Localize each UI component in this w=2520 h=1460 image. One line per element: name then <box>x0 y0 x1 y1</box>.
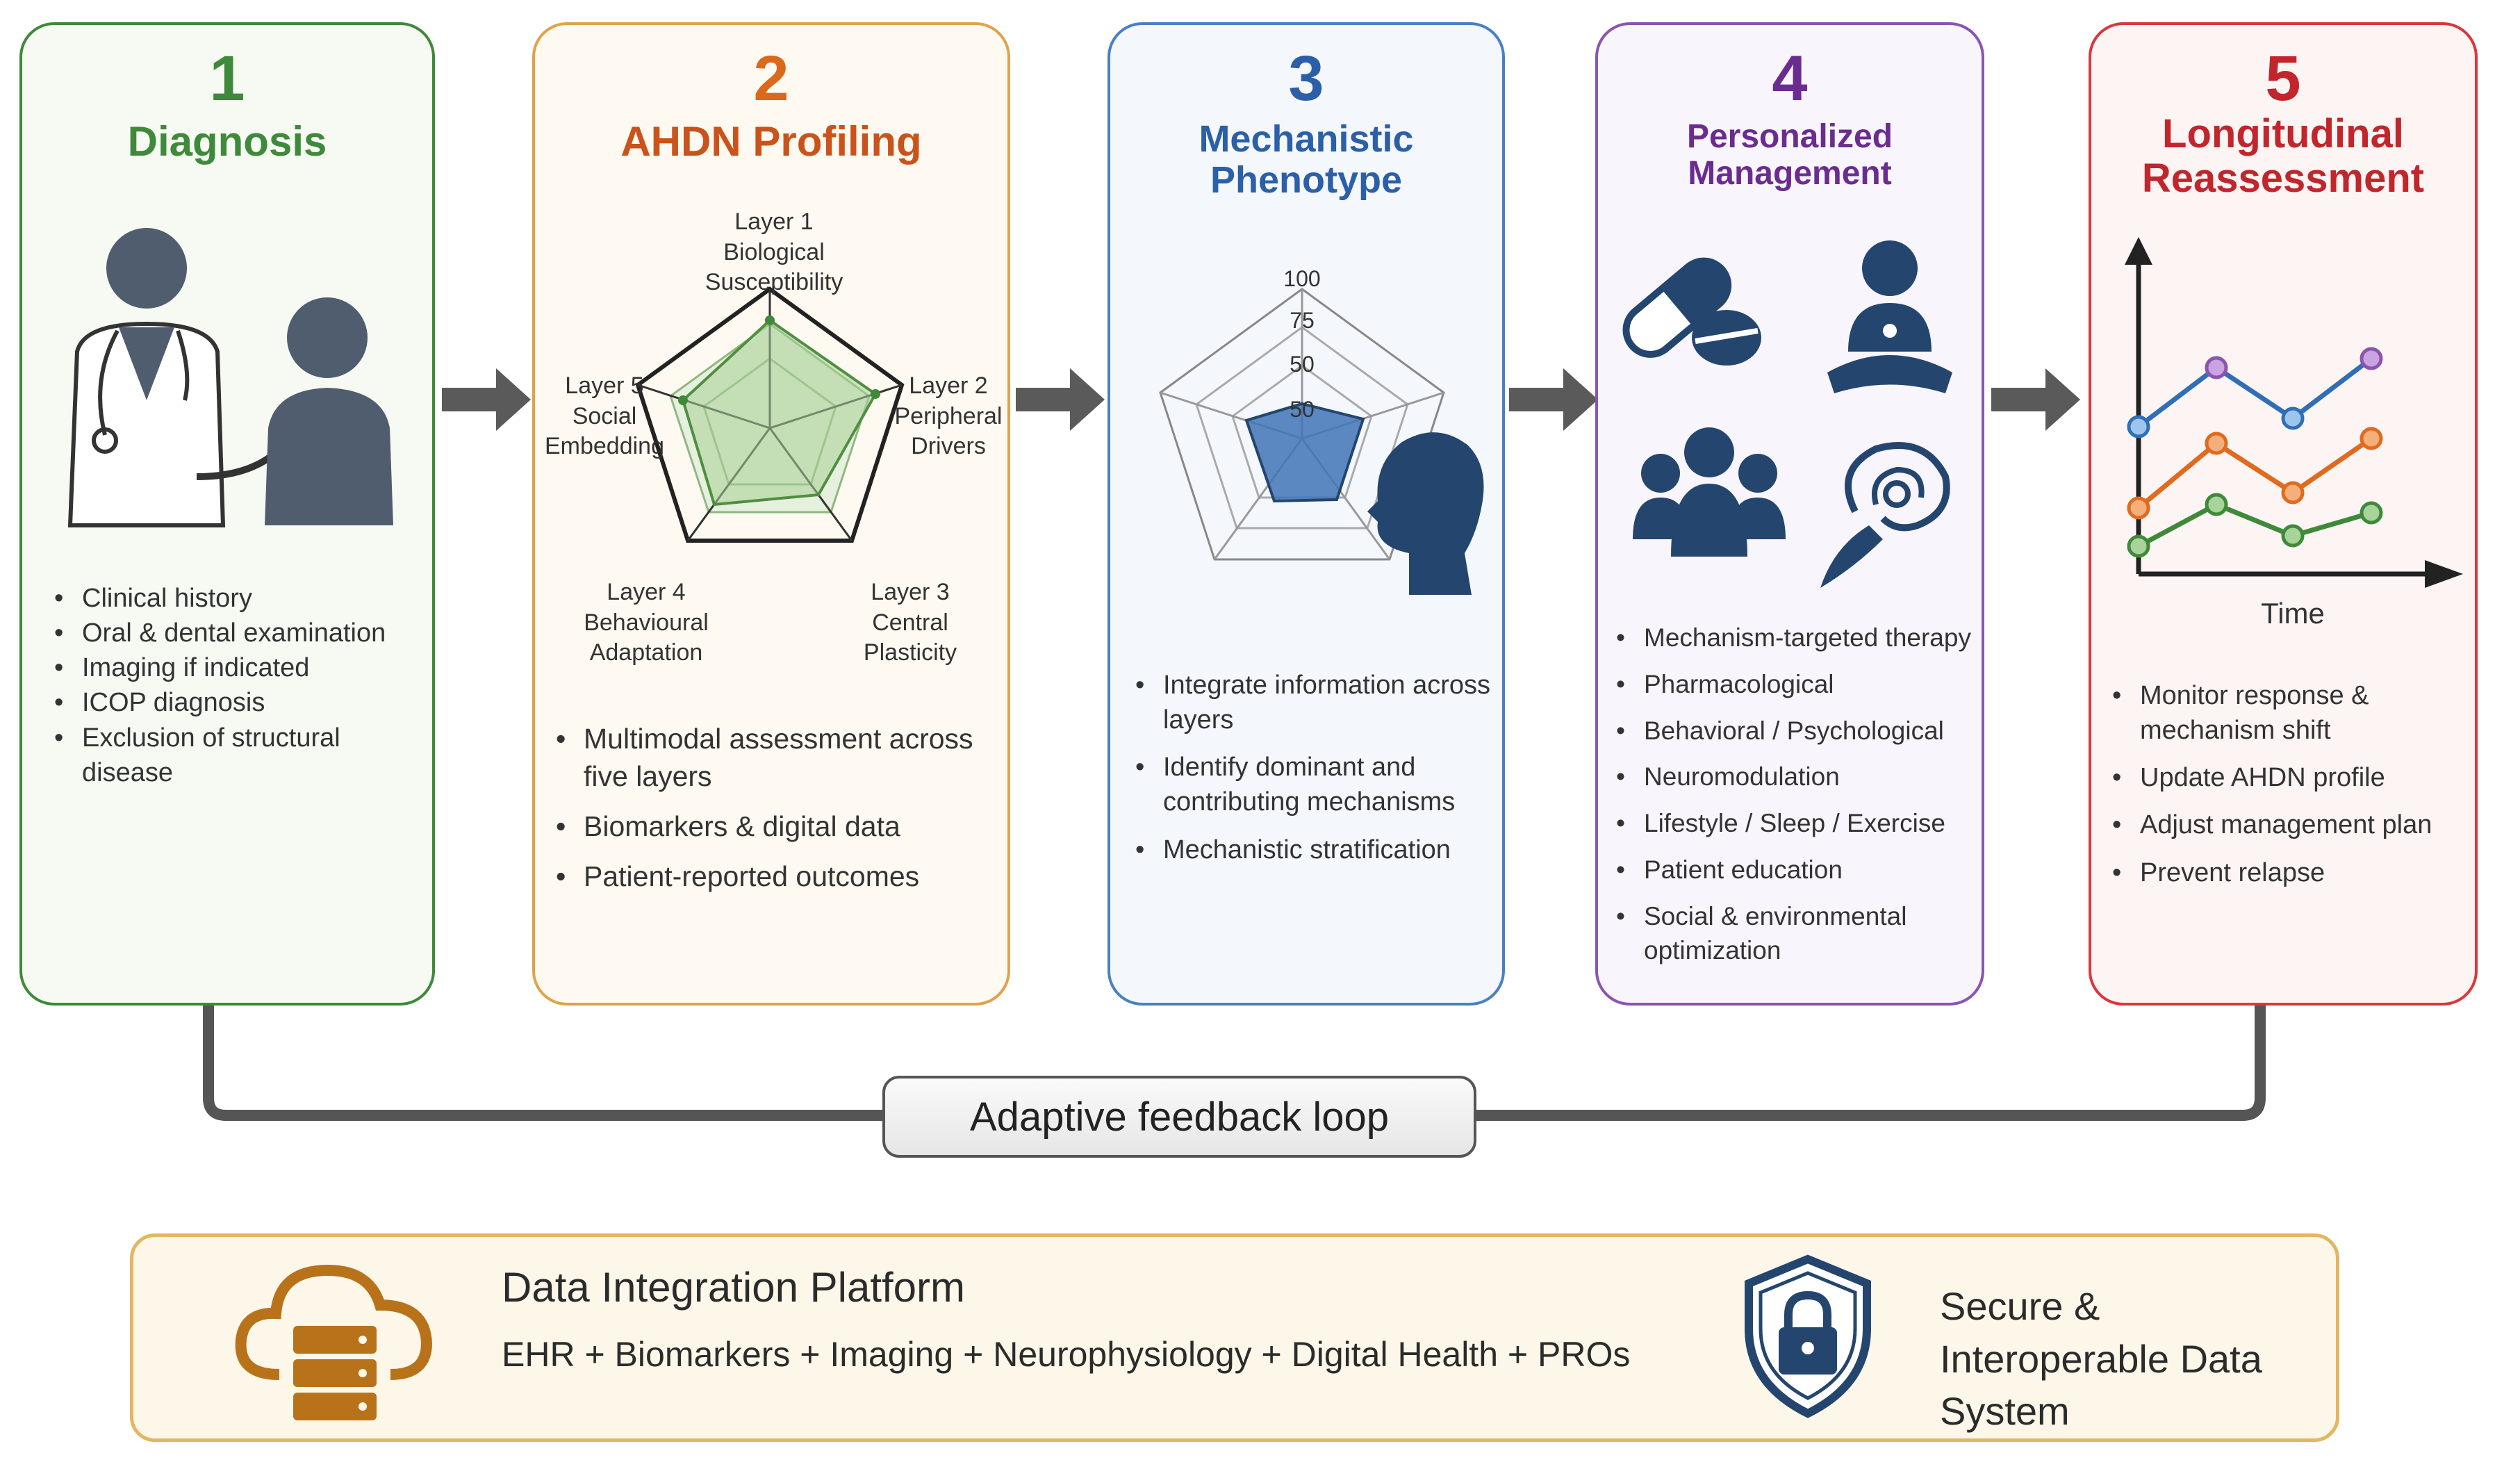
list-item: Oral & dental examination <box>54 616 422 650</box>
list-item: Lifestyle / Sleep / Exercise <box>1616 807 1984 841</box>
platform-subtitle: EHR + Biomarkers + Imaging + Neurophysio… <box>502 1335 1631 1374</box>
reassessment-bullets: Monitor response & mechanism shift Updat… <box>2112 678 2473 890</box>
flow-arrow-icon <box>1991 368 2080 431</box>
step-number: 1 <box>209 43 245 114</box>
platform-title: Data Integration Platform <box>502 1264 966 1311</box>
list-item: Behavioral / Psychological <box>1616 714 1984 748</box>
line-chart-icon <box>2125 237 2463 588</box>
radar-label-layer5: Layer 5 Social Embedding <box>544 372 664 460</box>
phenotype-bullets: Integrate information across layers Iden… <box>1135 668 1497 867</box>
step-title: AHDN Profiling <box>620 118 922 165</box>
list-item: Mechanism-targeted therapy <box>1616 621 1984 655</box>
list-item: Multimodal assessment across five layers <box>556 720 1000 795</box>
step-card-personalized-management: 4 Personalized Management Mechanism-targ… <box>1595 22 1984 1006</box>
list-item: ICOP diagnosis <box>54 685 422 720</box>
secure-system-label: Secure & Interoperable Data System <box>1940 1284 2262 1434</box>
x-axis-label: Time <box>2261 597 2325 630</box>
list-item: Patient education <box>1616 853 1984 887</box>
feedback-loop-label: Adaptive feedback loop <box>970 1094 1389 1140</box>
step-number: 4 <box>1772 43 1808 114</box>
list-item: Pharmacological <box>1616 668 1984 702</box>
flow-arrow-icon <box>1016 368 1105 431</box>
radar-label-layer2: Layer 2 Peripheral Drivers <box>894 372 1003 460</box>
list-item: Biomarkers & digital data <box>556 807 1000 845</box>
data-integration-platform: Data Integration Platform EHR + Biomarke… <box>130 1233 2339 1442</box>
list-item: Update AHDN profile <box>2112 760 2473 795</box>
shield-lock-icon <box>1745 1254 1871 1418</box>
pill-icon <box>1622 257 1761 366</box>
ahdn-bullets: Multimodal assessment across five layers… <box>556 720 1000 896</box>
radar-label-layer1: Layer 1 Biological Susceptibility <box>705 208 843 296</box>
scale-label: 100 <box>1283 266 1321 291</box>
step-number: 2 <box>753 43 789 114</box>
list-item: Monitor response & mechanism shift <box>2112 678 2473 748</box>
step-title: Longitudinal Reassessment <box>2141 111 2425 201</box>
group-icon <box>1633 427 1786 557</box>
diagnosis-bullets: Clinical history Oral & dental examinati… <box>54 581 422 790</box>
list-item: Identify dominant and contributing mecha… <box>1135 750 1497 819</box>
scale-label: 50 <box>1290 352 1315 377</box>
radar-label-layer3: Layer 3 Central Plasticity <box>863 579 957 666</box>
step-title: Mechanistic Phenotype <box>1199 118 1414 202</box>
feedback-loop-label-box: Adaptive feedback loop <box>882 1076 1476 1158</box>
step-card-diagnosis: 1 Diagnosis Clinical history Oral & dent… <box>19 22 435 1006</box>
step-title: Personalized Management <box>1686 118 1893 192</box>
meditation-icon <box>1827 240 1952 393</box>
step-card-mechanistic-phenotype: 3 Mechanistic Phenotype 100 75 50 50 Int… <box>1107 22 1505 1006</box>
list-item: Exclusion of structural disease <box>54 721 422 790</box>
list-item: Clinical history <box>54 581 422 616</box>
doctor-patient-icon <box>67 228 393 527</box>
radar-label-layer4: Layer 4 Behavioural Adaptation <box>584 579 709 666</box>
cloud-database-icon <box>235 1264 433 1420</box>
list-item: Mechanistic stratification <box>1135 832 1497 867</box>
list-item: Neuromodulation <box>1616 760 1984 794</box>
list-item: Social & environmental optimization <box>1616 900 1984 968</box>
list-item: Imaging if indicated <box>54 650 422 685</box>
step-card-longitudinal-reassessment: 5 Longitudinal Reassessment Time Monitor… <box>2089 22 2478 1006</box>
flow-arrow-icon <box>442 368 531 431</box>
scale-label: 75 <box>1290 308 1315 333</box>
management-bullets: Mechanism-targeted therapy Pharmacologic… <box>1616 621 1984 968</box>
list-item: Adjust management plan <box>2112 807 2473 842</box>
step-number: 5 <box>2265 43 2301 114</box>
step-card-ahdn-profiling: 2 AHDN Profiling Layer 1 Biological Susc… <box>532 22 1010 1006</box>
scale-label: 50 <box>1290 397 1315 422</box>
step-number: 3 <box>1288 43 1324 114</box>
radar-head-icon <box>1159 288 1484 595</box>
radar-chart-icon <box>635 286 905 543</box>
list-item: Patient-reported outcomes <box>556 858 1000 895</box>
brain-stimulation-icon <box>1820 442 1950 588</box>
flow-arrow-icon <box>1509 368 1598 431</box>
list-item: Integrate information across layers <box>1135 668 1497 737</box>
step-title: Diagnosis <box>127 118 327 165</box>
list-item: Prevent relapse <box>2112 855 2473 890</box>
